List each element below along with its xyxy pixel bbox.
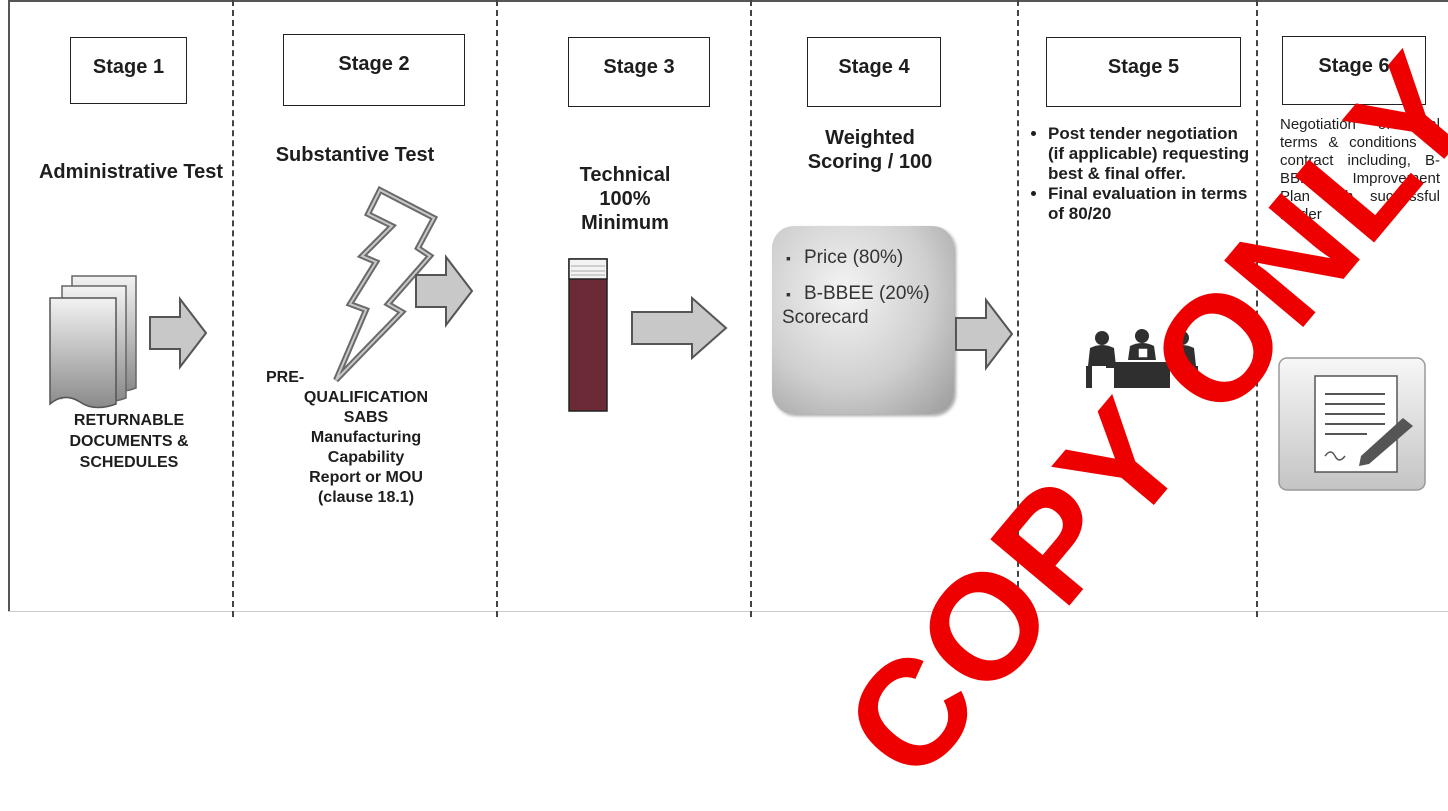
scorecard-list: Price (80%) B-BBEE (20%) <box>782 246 944 306</box>
stage-2-label: Stage 2 <box>338 53 410 75</box>
meeting-icon <box>1086 329 1198 388</box>
documents-icon <box>49 275 137 409</box>
column-divider <box>232 0 234 617</box>
heading-line: Scoring / 100 <box>807 151 933 173</box>
stage-1-box: Stage 1 <box>70 37 187 104</box>
stage-1-heading: Administrative Test <box>38 161 224 183</box>
caption-line: SABS <box>343 409 389 426</box>
scorecard-panel: Price (80%) B-BBEE (20%) Scorecard <box>772 226 954 414</box>
column-divider <box>750 0 752 617</box>
stage-1-label: Stage 1 <box>92 56 165 78</box>
stage-3-box: Stage 3 <box>568 37 710 107</box>
stage-5-box: Stage 5 <box>1046 37 1241 107</box>
stage-2-box: Stage 2 <box>283 34 465 106</box>
stage-2-caption: PRE- QUALIFICATION SABS Manufacturing Ca… <box>266 368 466 508</box>
caption-line: Report or MOU <box>309 469 423 486</box>
scorecard-tail: Scorecard <box>782 307 869 328</box>
caption-line: QUALIFICATION <box>303 389 429 406</box>
arrow-right-icon <box>631 296 728 360</box>
stage-2-heading: Substantive Test <box>275 144 435 166</box>
stage-4-label: Stage 4 <box>838 56 910 78</box>
caption-line: Capability <box>327 449 405 466</box>
arrow-right-icon <box>415 254 474 328</box>
diagram-frame-left <box>8 0 10 612</box>
stage-4-heading: Weighted Scoring / 100 <box>785 126 955 174</box>
column-divider <box>496 0 498 617</box>
scorecard-item: Price (80%) <box>782 246 944 270</box>
caption-line: (clause 18.1) <box>317 489 415 506</box>
scorecard-item: B-BBEE (20%) <box>782 282 944 306</box>
heading-line: 100% <box>599 188 651 210</box>
diagram-frame-top <box>8 0 1448 18</box>
stage-4-box: Stage 4 <box>807 37 941 107</box>
book-icon <box>568 258 608 412</box>
heading-line: Minimum <box>581 212 669 234</box>
stage-5-bullets: Post tender negotiation (if applicable) … <box>1030 124 1258 224</box>
stage-1-caption: RETURNABLE DOCUMENTS & SCHEDULES <box>69 412 189 471</box>
column-divider <box>1256 0 1258 617</box>
stage-3-heading: Technical 100% Minimum <box>545 163 705 235</box>
bullet-item: Post tender negotiation (if applicable) … <box>1048 124 1258 184</box>
lightning-icon <box>333 186 439 382</box>
diagram-frame-bottom <box>8 611 1448 612</box>
contract-icon <box>1278 357 1426 491</box>
column-divider <box>1017 0 1019 617</box>
heading-line: Technical <box>579 164 671 186</box>
caption-line: Manufacturing <box>310 429 422 446</box>
arrow-right-icon <box>149 296 208 370</box>
heading-line: Weighted <box>825 127 915 149</box>
bullet-item: Final evaluation in terms of 80/20 <box>1048 184 1258 224</box>
stage-3-label: Stage 3 <box>603 56 675 78</box>
caption-line: PRE- <box>266 369 305 386</box>
stage-6-box: Stage 6 <box>1282 36 1426 105</box>
stage-6-label: Stage 6 <box>1318 55 1390 77</box>
stage-5-label: Stage 5 <box>1107 56 1180 78</box>
stage-6-text: Negotiation of final terms & conditions … <box>1280 116 1440 223</box>
arrow-right-icon <box>955 297 1014 371</box>
